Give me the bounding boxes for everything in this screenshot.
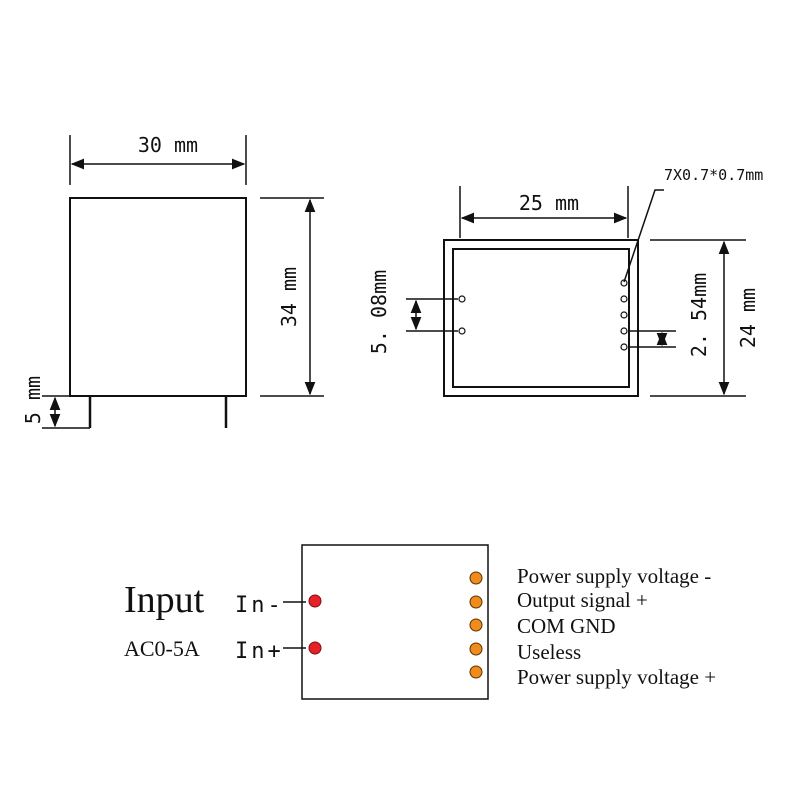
output-label-1: Power supply voltage - [517, 564, 711, 588]
bottom-output-pin-5 [620, 343, 628, 351]
in-minus-label: In- [235, 593, 284, 618]
bottom-output-pin-4 [620, 327, 628, 335]
output-label-5: Power supply voltage + [517, 665, 716, 689]
pitch-small-label: 2. 54mm [687, 273, 711, 357]
output-label-3: COM GND [517, 614, 616, 638]
output-pin-3 [469, 618, 483, 632]
output-label-4: Useless [517, 640, 581, 664]
wiring-module-body [301, 544, 489, 700]
input-range: AC0-5A [124, 636, 200, 661]
output-pin-2 [469, 595, 483, 609]
in-minus-pin [308, 594, 322, 608]
pin-length-label: 5 mm [21, 376, 45, 424]
output-pin-4 [469, 642, 483, 656]
input-title: Input [124, 579, 205, 621]
bottom-inner-frame [452, 248, 630, 388]
pitch-large-label: 5. 08mm [367, 270, 391, 354]
height-label: 34 mm [277, 267, 301, 327]
bottom-width-label: 25 mm [519, 191, 579, 215]
bottom-output-pin-2 [620, 295, 628, 303]
pin-size-leader [623, 189, 664, 283]
bottom-input-pin-2 [458, 327, 466, 335]
pin-size-label: 7X0.7*0.7mm [664, 166, 763, 184]
bottom-view [406, 186, 746, 397]
side-body [69, 197, 247, 397]
side-view [42, 135, 324, 429]
output-label-2: Output signal + [517, 588, 648, 612]
bottom-height-label: 24 mm [736, 288, 760, 348]
bottom-output-pin-3 [620, 311, 628, 319]
bottom-outer-frame [443, 239, 639, 397]
in-plus-pin [308, 641, 322, 655]
bottom-input-pin-1 [458, 295, 466, 303]
width-label: 30 mm [138, 133, 198, 157]
output-pin-5 [469, 665, 483, 679]
in-plus-label: In+ [235, 639, 284, 664]
output-pin-1 [469, 571, 483, 585]
